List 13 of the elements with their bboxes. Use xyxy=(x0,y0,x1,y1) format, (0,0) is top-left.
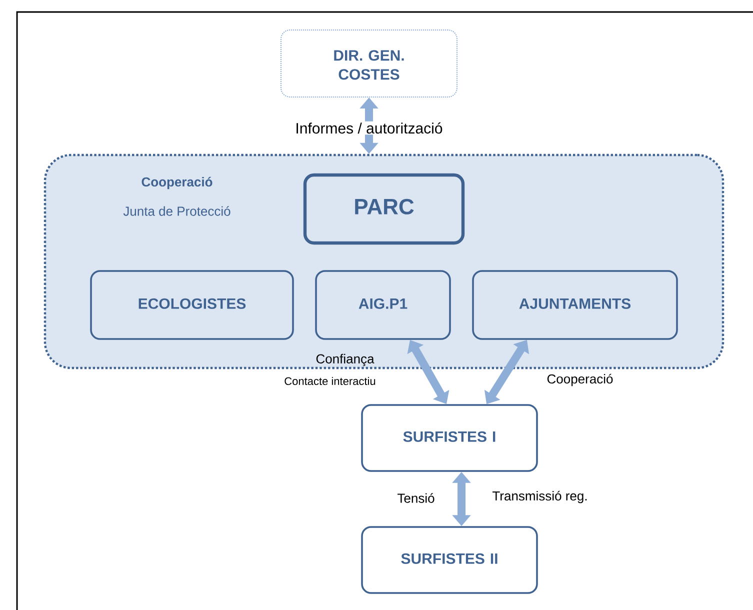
edge-label: Confiança xyxy=(316,354,374,366)
park-box: PARC xyxy=(303,173,465,245)
process-box: AIG.P1 xyxy=(315,270,451,340)
process-box: SURFISTES II xyxy=(361,526,538,594)
edge-label: Informes / autorització xyxy=(294,121,444,135)
process-box: AJUNTAMENTS xyxy=(472,270,678,340)
edge-label: Cooperació xyxy=(547,374,613,386)
edge-label: Tensió xyxy=(398,493,434,503)
process-box: SURFISTES I xyxy=(361,404,538,472)
note-text: Contacte interactiu xyxy=(284,376,376,386)
agency-box: DIR. GEN. COSTES xyxy=(280,30,458,98)
process-box: ECOLOGISTES xyxy=(90,270,294,340)
note-text: Transmissió reg. xyxy=(492,490,587,504)
